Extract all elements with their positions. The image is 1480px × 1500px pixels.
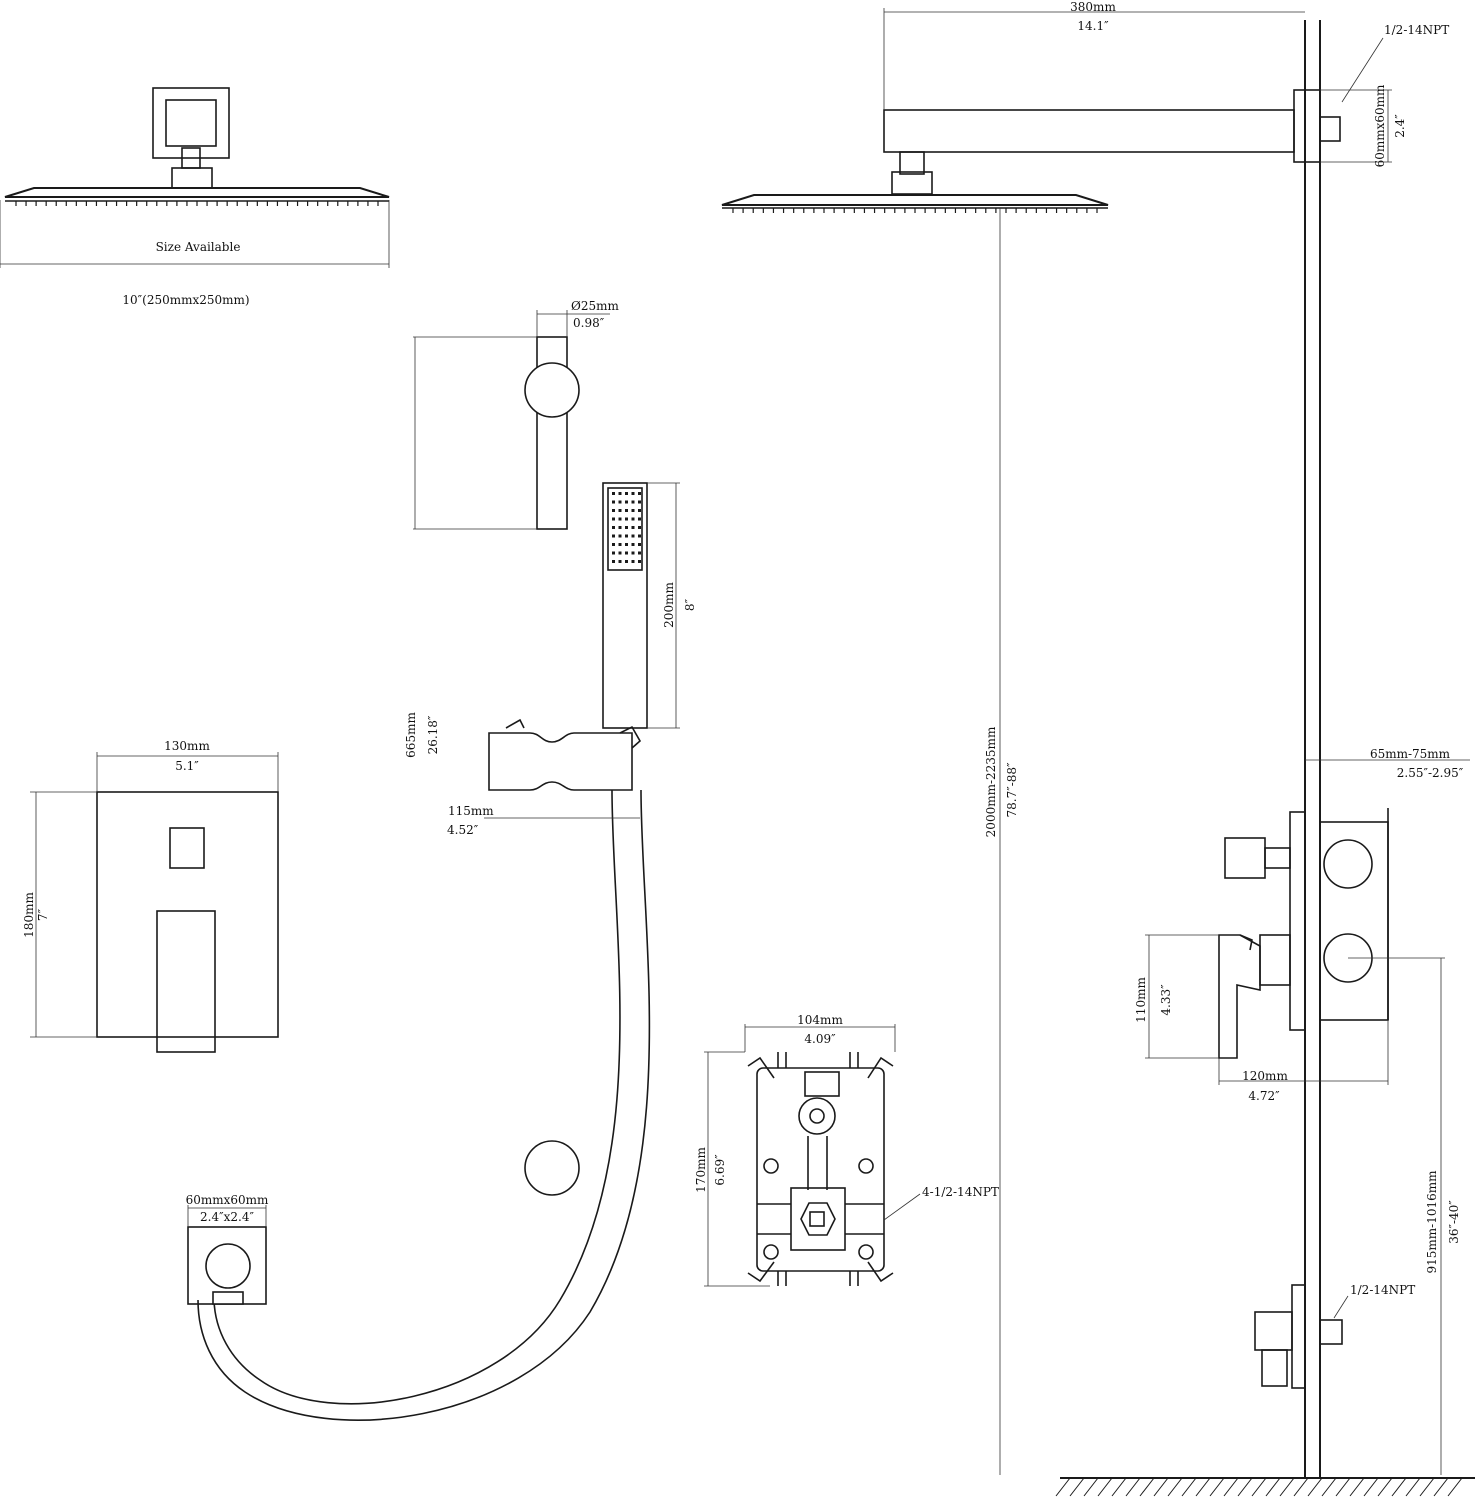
top-bracket bbox=[524, 362, 580, 418]
trim-width-mm: 130mm bbox=[164, 739, 210, 753]
floor-hatch bbox=[1055, 1477, 1463, 1497]
flange-size-mm: 60mmx60mm bbox=[1373, 84, 1387, 167]
trim-height-mm: 180mm bbox=[22, 892, 36, 938]
arm-length-in: 14.1″ bbox=[1077, 19, 1109, 33]
elbow-size-in: 2.4″x2.4″ bbox=[200, 1210, 254, 1224]
wall-elbow-view: 60mmx60mm 2.4″x2.4″ bbox=[186, 1193, 269, 1305]
head-size-label: 10″(250mmx250mm) bbox=[122, 293, 249, 307]
bottom-bracket bbox=[524, 1140, 580, 1196]
wall-outlet-side-icon bbox=[1254, 1284, 1343, 1389]
square-rain-shower-head-icon bbox=[4, 87, 390, 206]
valve-body-side-icon bbox=[1218, 808, 1389, 1059]
bar-length-in: 26.18″ bbox=[426, 715, 440, 754]
slider-width-mm: 115mm bbox=[448, 804, 494, 818]
valve-height-mm: 170mm bbox=[694, 1147, 708, 1193]
flange-size-in: 2.4″ bbox=[1393, 114, 1407, 138]
valve-trim-plate-icon bbox=[96, 791, 279, 1053]
spray-dots bbox=[612, 492, 641, 563]
valve-height-in: 6.69″ bbox=[713, 1154, 727, 1186]
trim-width-in: 5.1″ bbox=[175, 759, 199, 773]
body-width-in: 4.72″ bbox=[1248, 1089, 1280, 1103]
install-height-in: 78.7″-88″ bbox=[1005, 762, 1019, 818]
handle-height-in: 4.33″ bbox=[1159, 984, 1173, 1016]
valve-install-height-in: 36″-40″ bbox=[1447, 1200, 1461, 1244]
hand-shower-length-mm: 200mm bbox=[662, 582, 676, 628]
arm-npt-label: 1/2-14NPT bbox=[1384, 23, 1449, 37]
bar-length-mm: 665mm bbox=[404, 712, 418, 758]
size-available-label: Size Available bbox=[156, 240, 241, 254]
wall-depth-mm: 65mm-75mm bbox=[1370, 747, 1451, 761]
side-install-view: 380mm 14.1″ 1/2-14NPT 60mmx60mm 2.4″ 200… bbox=[721, 0, 1475, 1497]
rough-in-valve-view: 104mm 4.09″ 170mm 6.69″ 4-1/2-14NPT bbox=[694, 1013, 999, 1287]
wall-elbow-icon bbox=[187, 1226, 267, 1305]
valve-install-height-mm: 915mm-1016mm bbox=[1425, 1170, 1439, 1274]
nozzle-row bbox=[15, 201, 379, 206]
trim-plate-view: 130mm 5.1″ 180mm 7″ bbox=[22, 739, 279, 1053]
shower-head-size-view: Size Available 10″(250mmx250mm) bbox=[0, 87, 390, 307]
valve-width-mm: 104mm bbox=[797, 1013, 843, 1027]
valve-npt-label: 4-1/2-14NPT bbox=[922, 1185, 999, 1199]
body-width-mm: 120mm bbox=[1242, 1069, 1288, 1083]
bar-diameter-in: 0.98″ bbox=[573, 316, 605, 330]
hand-shower-icon bbox=[602, 482, 648, 729]
elbow-size-mm: 60mmx60mm bbox=[186, 1193, 269, 1207]
bar-diameter-mm: Ø25mm bbox=[571, 299, 619, 313]
install-height-mm: 2000mm-2235mm bbox=[984, 726, 998, 837]
arm-length-mm: 380mm bbox=[1070, 0, 1116, 14]
slider-width-in: 4.52″ bbox=[447, 823, 479, 837]
hand-shower-length-in: 8″ bbox=[683, 598, 697, 611]
trim-height-in: 7″ bbox=[36, 908, 50, 921]
shower-arm-icon bbox=[721, 89, 1341, 213]
hand-shower-view: 200mm 8″ bbox=[602, 482, 697, 729]
handle-height-mm: 110mm bbox=[1134, 977, 1148, 1023]
slide-bar-icon bbox=[197, 336, 651, 1421]
slide-bar-view: Ø25mm 0.98″ 665mm 26.18″ 115mm 4.52″ bbox=[197, 299, 651, 1421]
valve-width-in: 4.09″ bbox=[804, 1032, 836, 1046]
outlet-npt-label: 1/2-14NPT bbox=[1350, 1283, 1415, 1297]
rough-in-valve-icon bbox=[747, 1052, 894, 1286]
nozzle-row bbox=[732, 208, 1098, 213]
wall-depth-in: 2.55″-2.95″ bbox=[1397, 766, 1464, 780]
